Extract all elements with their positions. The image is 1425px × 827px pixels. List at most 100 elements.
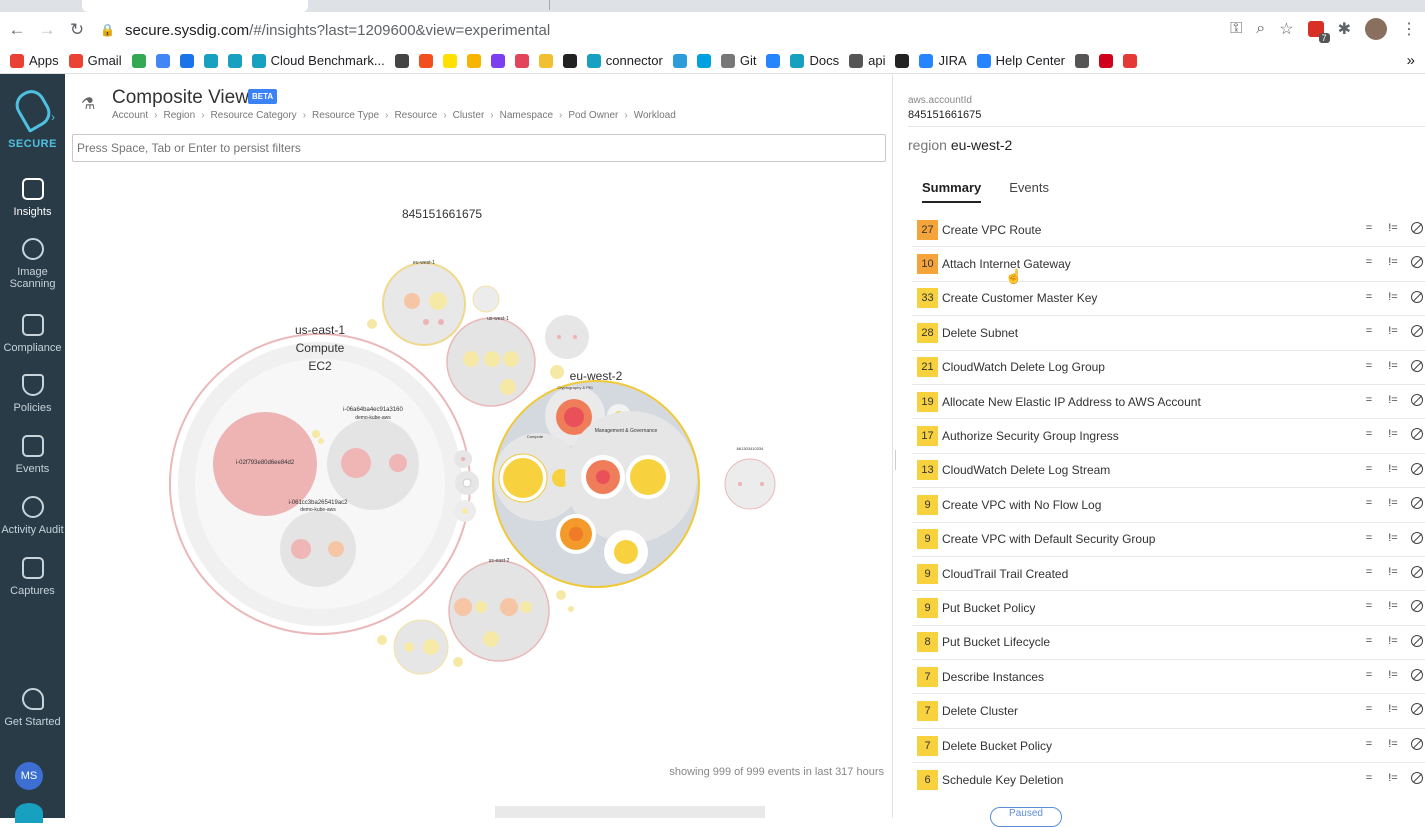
event-dot[interactable]: [556, 590, 566, 600]
bookmark-item[interactable]: Cloud Benchmark...: [251, 53, 385, 68]
exclude-icon[interactable]: [1411, 256, 1423, 269]
bookmark-item[interactable]: [895, 53, 910, 68]
event-dot[interactable]: [462, 478, 472, 488]
bookmark-item[interactable]: [696, 53, 711, 68]
sidebar-item-events[interactable]: Events: [0, 435, 65, 475]
filter-equals-button[interactable]: =: [1365, 325, 1373, 338]
bookmark-item[interactable]: [538, 53, 553, 68]
breadcrumb-item[interactable]: Pod Owner: [568, 110, 619, 121]
filter-not-equals-button[interactable]: !=: [1388, 393, 1398, 406]
exclude-icon[interactable]: [1411, 600, 1423, 613]
exclude-icon[interactable]: [1411, 428, 1423, 441]
event-dot[interactable]: [389, 454, 407, 472]
bookmark-item[interactable]: [514, 53, 529, 68]
filter-not-equals-button[interactable]: !=: [1388, 634, 1398, 647]
bookmark-item[interactable]: [766, 53, 781, 68]
puzzle-icon[interactable]: ✱: [1337, 21, 1351, 38]
bookmark-item[interactable]: [1075, 53, 1090, 68]
event-dot[interactable]: [429, 292, 447, 310]
event-dot[interactable]: [568, 606, 574, 612]
event-dot[interactable]: [404, 642, 414, 652]
event-cluster-core[interactable]: [564, 407, 584, 427]
filter-equals-button[interactable]: =: [1365, 703, 1373, 716]
back-icon[interactable]: ←: [8, 20, 26, 39]
reload-icon[interactable]: ↻: [69, 20, 85, 39]
bookmark-item[interactable]: [155, 53, 170, 68]
exclude-icon[interactable]: [1411, 531, 1423, 544]
event-dot[interactable]: [312, 430, 320, 438]
filter-equals-button[interactable]: =: [1365, 737, 1373, 750]
bookmark-item[interactable]: connector: [586, 53, 663, 68]
menu-icon[interactable]: ⋮: [1401, 21, 1417, 38]
breadcrumb-item[interactable]: Resource Category: [210, 110, 297, 121]
event-dot[interactable]: [500, 379, 516, 395]
brand-logo[interactable]: › SECURE: [0, 85, 65, 150]
filter-equals-button[interactable]: =: [1365, 428, 1373, 441]
event-dot[interactable]: [484, 351, 500, 367]
filter-equals-button[interactable]: =: [1365, 531, 1373, 544]
event-dot[interactable]: [453, 657, 463, 667]
account-bubble-other[interactable]: [724, 458, 776, 510]
filter-not-equals-button[interactable]: !=: [1388, 497, 1398, 510]
event-dot[interactable]: [550, 365, 564, 379]
browser-tab-active[interactable]: [82, 0, 308, 12]
filter-equals-button[interactable]: =: [1365, 634, 1373, 647]
exclude-icon[interactable]: [1411, 462, 1423, 475]
event-dot[interactable]: [461, 457, 465, 461]
event-dot[interactable]: [483, 631, 499, 647]
bookmark-item[interactable]: [1099, 53, 1114, 68]
forward-icon[interactable]: →: [38, 20, 56, 39]
event-dot[interactable]: [438, 319, 444, 325]
exclude-icon[interactable]: [1411, 222, 1423, 234]
event-dot[interactable]: [500, 598, 518, 616]
event-dot[interactable]: [318, 438, 324, 444]
url-field[interactable]: 🔒 secure.sysdig.com/#/insights?last=1209…: [100, 22, 550, 39]
sidebar-item-compliance[interactable]: Compliance: [0, 314, 65, 354]
zoom-icon[interactable]: ⌕: [1256, 20, 1266, 37]
bookmark-item[interactable]: [179, 53, 194, 68]
event-cluster-core[interactable]: [569, 527, 583, 541]
paused-button[interactable]: Paused: [990, 807, 1062, 827]
event-cluster[interactable]: [614, 540, 638, 564]
filter-equals-button[interactable]: =: [1365, 772, 1373, 785]
filter-not-equals-button[interactable]: !=: [1388, 669, 1398, 682]
exclude-icon[interactable]: [1411, 359, 1423, 372]
filter-not-equals-button[interactable]: !=: [1388, 462, 1398, 475]
filter-not-equals-button[interactable]: !=: [1388, 703, 1398, 716]
sidebar-item-policies[interactable]: Policies: [0, 374, 65, 414]
event-cluster[interactable]: [630, 459, 666, 495]
browser-tab[interactable]: [312, 0, 550, 10]
event-dot[interactable]: [463, 351, 479, 367]
user-avatar[interactable]: MS: [15, 762, 43, 790]
filter-equals-button[interactable]: =: [1365, 600, 1373, 613]
exclude-icon[interactable]: [1411, 669, 1423, 682]
exclude-icon[interactable]: [1411, 772, 1423, 785]
sidebar-item-captures[interactable]: Captures: [0, 557, 65, 597]
exclude-icon[interactable]: [1411, 565, 1423, 578]
bookmark-item[interactable]: [394, 53, 409, 68]
filter-not-equals-button[interactable]: !=: [1388, 256, 1398, 269]
filter-equals-button[interactable]: =: [1365, 497, 1373, 510]
exclude-icon[interactable]: [1411, 703, 1423, 716]
filter-not-equals-button[interactable]: !=: [1388, 772, 1398, 785]
instance-bubble-b[interactable]: [213, 412, 317, 516]
event-dot[interactable]: [377, 635, 387, 645]
filter-input[interactable]: [72, 134, 886, 162]
breadcrumb-item[interactable]: Account: [112, 110, 149, 121]
filter-not-equals-button[interactable]: !=: [1388, 565, 1398, 578]
sidebar-item-activity-audit[interactable]: Activity Audit: [0, 496, 65, 536]
filter-equals-button[interactable]: =: [1365, 256, 1373, 269]
event-dot[interactable]: [423, 639, 439, 655]
bookmark-item[interactable]: [203, 53, 218, 68]
event-dot[interactable]: [404, 293, 420, 309]
filter-not-equals-button[interactable]: !=: [1388, 737, 1398, 750]
event-dot[interactable]: [738, 482, 742, 486]
